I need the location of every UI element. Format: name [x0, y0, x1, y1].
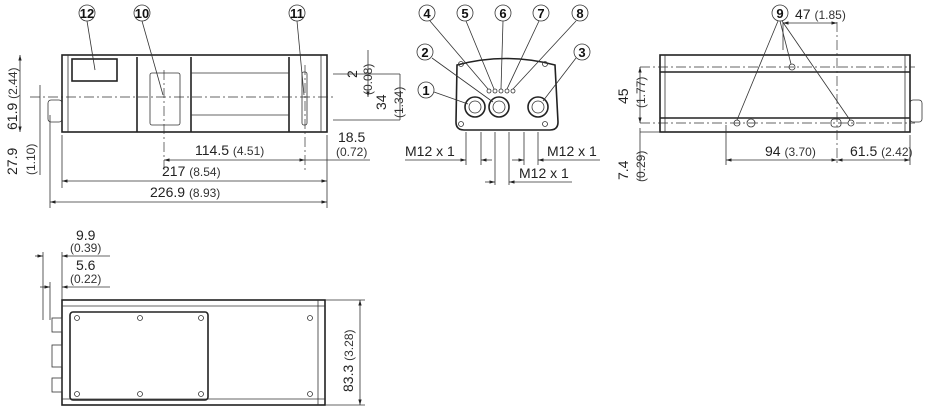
- svg-text:27.9: 27.9: [4, 148, 20, 175]
- svg-text:114.5 (4.51): 114.5 (4.51): [195, 142, 264, 158]
- callout-12: 12: [80, 6, 94, 21]
- connectors: [464, 96, 549, 118]
- callout-2: 2: [421, 45, 428, 60]
- callout-7: 7: [537, 6, 544, 21]
- cover-panel: [69, 311, 209, 401]
- svg-text:(0.22): (0.22): [70, 272, 101, 286]
- top-view: 9.9(0.39) 5.6(0.22) 83.3 (3.28): [35, 227, 365, 406]
- svg-text:217 (8.54): 217 (8.54): [162, 163, 221, 179]
- svg-text:9.9: 9.9: [76, 227, 96, 243]
- thread-label-right: M12 x 1: [547, 143, 597, 159]
- svg-text:45: 45: [615, 88, 631, 104]
- leds: [486, 88, 516, 94]
- callout-6: 6: [499, 6, 506, 21]
- callout-5: 5: [461, 6, 468, 21]
- svg-text:(1.10): (1.10): [24, 144, 38, 175]
- label-plate: [71, 58, 118, 82]
- svg-text:(1.77): (1.77): [634, 77, 648, 108]
- svg-text:18.5: 18.5: [338, 129, 365, 145]
- svg-text:226.9 (8.93): 226.9 (8.93): [150, 184, 220, 200]
- callout-10: 10: [135, 6, 149, 21]
- svg-text:7.4: 7.4: [615, 160, 631, 180]
- window: [149, 72, 181, 126]
- svg-text:(0.08): (0.08): [361, 64, 375, 95]
- svg-text:2: 2: [344, 70, 360, 78]
- thread-label-center: M12 x 1: [519, 165, 569, 181]
- front-view: 12 10 11 61.9 (2.44) 27.9 (1.10) 2 (0.08…: [4, 4, 406, 208]
- svg-text:34: 34: [373, 94, 389, 110]
- thread-label-left: M12 x 1: [405, 143, 455, 159]
- svg-text:47 (1.85): 47 (1.85): [795, 6, 846, 22]
- side-view: 9 47 (1.85) 45 (1.77) 7.4 (0.29) 94 (3.7…: [615, 4, 923, 182]
- svg-text:(0.72): (0.72): [336, 145, 367, 159]
- svg-text:(1.34): (1.34): [392, 87, 406, 118]
- callout-11: 11: [290, 6, 304, 21]
- callout-8: 8: [576, 6, 583, 21]
- svg-text:(0.29): (0.29): [634, 151, 648, 182]
- svg-text:83.3 (3.28): 83.3 (3.28): [340, 330, 356, 393]
- slot: [301, 71, 308, 126]
- callout-1: 1: [422, 83, 429, 98]
- callout-4: 4: [423, 6, 431, 21]
- callout-9: 9: [776, 6, 783, 21]
- connector-view: 1 2 3 4 5 6 7 8 M12 x 1 M12 x 1 M12 x 1: [405, 4, 600, 185]
- svg-text:(0.39): (0.39): [70, 241, 101, 255]
- svg-text:61.9 (2.44): 61.9 (2.44): [4, 68, 20, 131]
- connector: [47, 99, 63, 123]
- svg-text:94 (3.70): 94 (3.70): [765, 143, 816, 159]
- callout-3: 3: [578, 45, 585, 60]
- svg-text:5.6: 5.6: [76, 257, 96, 273]
- svg-text:61.5 (2.42): 61.5 (2.42): [850, 143, 913, 159]
